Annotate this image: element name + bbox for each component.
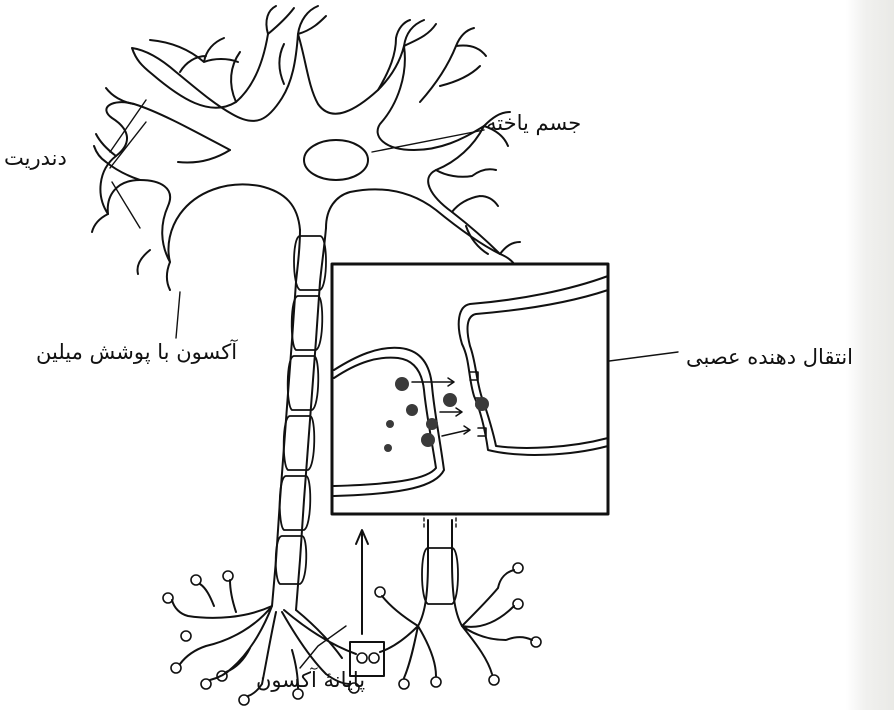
dendrite-branches-upper-left bbox=[150, 38, 240, 102]
soma-outline bbox=[100, 34, 500, 262]
dendrite-branches-upper-right bbox=[378, 20, 486, 102]
label-neurotransmitter: انتقال دهنده عصبی bbox=[686, 345, 853, 369]
label-dendrite: دندریت bbox=[4, 146, 67, 170]
myelin-sheath bbox=[276, 236, 326, 584]
label-cell-body: جسم یاخته bbox=[486, 111, 581, 135]
terminal-highlight-circle-1 bbox=[357, 653, 367, 663]
terminal-highlight-circle-2 bbox=[369, 653, 379, 663]
second-neuron-axon bbox=[418, 520, 462, 626]
nucleus bbox=[304, 140, 368, 180]
axon-outline bbox=[272, 228, 326, 610]
label-myelinated-axon: آکسون با پوشش میلین bbox=[36, 340, 237, 364]
label-axon-terminal: پایانۀ آکسون bbox=[256, 668, 365, 692]
second-neuron-dendrites bbox=[380, 570, 532, 678]
